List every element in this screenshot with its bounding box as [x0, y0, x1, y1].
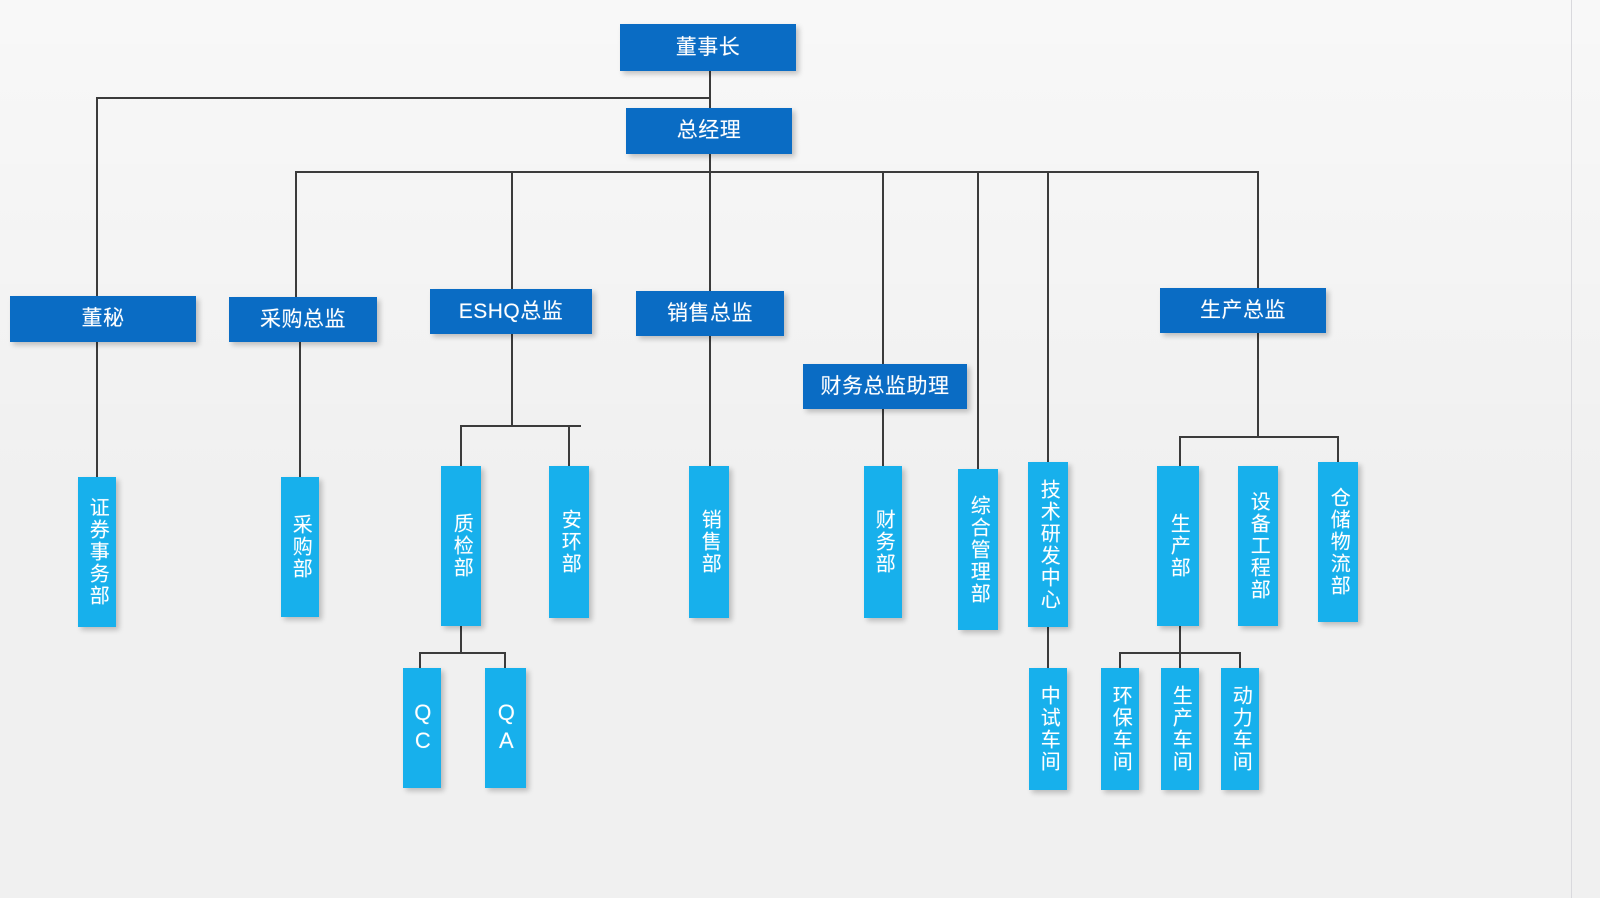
- org-node-general-manager[interactable]: 总经理: [626, 108, 792, 154]
- org-node-sales-director[interactable]: 销售总监: [636, 291, 784, 336]
- org-node-label: 安环部: [558, 509, 581, 575]
- org-node-qa[interactable]: QA: [485, 668, 526, 788]
- org-node-production-dept[interactable]: 生产部: [1157, 466, 1199, 626]
- org-node-finance-director-assistant[interactable]: 财务总监助理: [803, 364, 967, 409]
- org-node-general-admin-dept[interactable]: 综合管理部: [958, 469, 998, 630]
- org-node-label: 技术研发中心: [1037, 478, 1060, 611]
- org-node-chairman[interactable]: 董事长: [620, 24, 796, 71]
- org-node-label: 财务总监助理: [820, 374, 950, 398]
- org-node-label: 生产部: [1167, 513, 1190, 579]
- org-node-label: 董秘: [81, 307, 125, 331]
- org-node-label: 财务部: [872, 509, 895, 575]
- org-node-warehouse-logistics-dept[interactable]: 仓储物流部: [1318, 462, 1358, 622]
- org-node-procurement-dept[interactable]: 采购部: [281, 477, 319, 617]
- org-node-label: QA: [493, 700, 519, 756]
- org-node-label: QC: [410, 700, 436, 756]
- org-node-environment-workshop[interactable]: 环保车间: [1101, 668, 1139, 790]
- org-node-label: 质检部: [450, 513, 473, 579]
- org-node-label: 生产总监: [1200, 298, 1286, 322]
- org-node-quality-inspection-dept[interactable]: 质检部: [441, 466, 481, 626]
- org-node-label: 总经理: [676, 119, 742, 143]
- org-node-label: 销售总监: [667, 301, 753, 325]
- org-node-production-workshop[interactable]: 生产车间: [1161, 668, 1199, 790]
- org-node-procurement-director[interactable]: 采购总监: [229, 297, 377, 342]
- org-node-label: 生产车间: [1169, 685, 1192, 773]
- org-node-board-secretary[interactable]: 董秘: [10, 296, 196, 342]
- org-node-label: 设备工程部: [1247, 491, 1270, 601]
- org-node-label: 动力车间: [1229, 685, 1252, 773]
- org-node-sales-dept[interactable]: 销售部: [689, 466, 729, 618]
- org-node-label: 综合管理部: [967, 494, 990, 605]
- org-node-label: 销售部: [698, 509, 721, 575]
- org-node-finance-dept[interactable]: 财务部: [864, 466, 902, 618]
- org-node-label: ESHQ总监: [458, 299, 564, 323]
- page-edge-divider: [1571, 0, 1572, 898]
- org-node-safety-env-dept[interactable]: 安环部: [549, 466, 589, 618]
- org-node-label: 采购总监: [260, 307, 346, 331]
- org-node-power-workshop[interactable]: 动力车间: [1221, 668, 1259, 790]
- org-node-label: 中试车间: [1037, 685, 1060, 773]
- org-node-label: 董事长: [675, 35, 741, 59]
- org-node-label: 仓储物流部: [1327, 487, 1350, 597]
- org-node-production-director[interactable]: 生产总监: [1160, 288, 1326, 333]
- org-node-equipment-eng-dept[interactable]: 设备工程部: [1238, 466, 1278, 626]
- org-node-rd-center[interactable]: 技术研发中心: [1028, 462, 1068, 627]
- org-node-eshq-director[interactable]: ESHQ总监: [430, 289, 592, 334]
- org-node-label: 证券事务部: [86, 497, 109, 607]
- org-node-pilot-workshop[interactable]: 中试车间: [1029, 668, 1067, 790]
- org-node-securities-affairs-dept[interactable]: 证券事务部: [78, 477, 116, 627]
- org-node-label: 采购部: [289, 514, 312, 580]
- org-node-label: 环保车间: [1109, 685, 1132, 773]
- connector-line: [96, 97, 711, 297]
- org-node-qc[interactable]: QC: [403, 668, 441, 788]
